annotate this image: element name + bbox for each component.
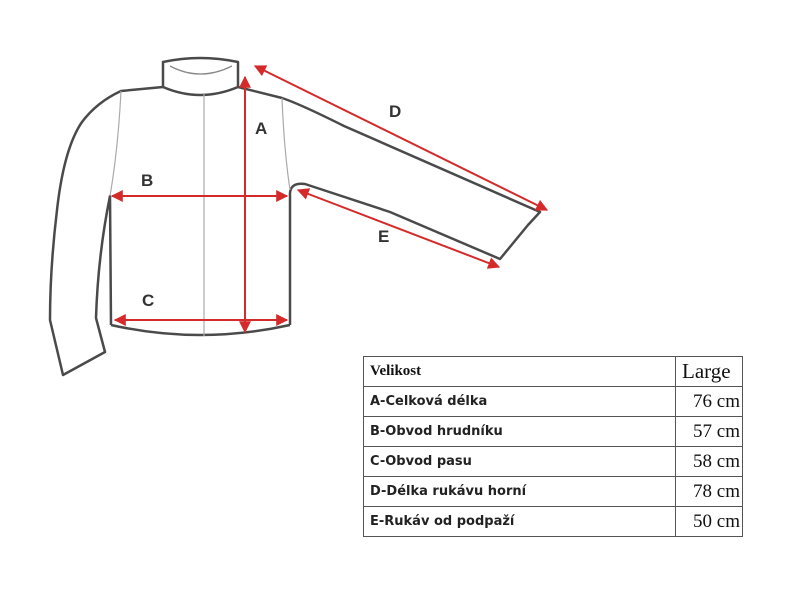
- collar-inner: [169, 65, 233, 75]
- row-value: 76 cm: [675, 386, 743, 417]
- row-label: C-Obvod pasu: [363, 446, 676, 477]
- label-b: B: [141, 171, 153, 190]
- label-c: C: [142, 291, 154, 310]
- left-armhole-seam: [109, 90, 122, 197]
- row-label: B-Obvod hrudníku: [363, 416, 676, 447]
- table-row: A-Celková délka 76 cm: [363, 386, 743, 417]
- label-d: D: [389, 102, 401, 121]
- row-value: 50 cm: [675, 506, 743, 537]
- table-row: C-Obvod pasu 58 cm: [363, 446, 743, 477]
- measure-e-line: [296, 188, 501, 269]
- measure-d-line: [253, 65, 549, 211]
- row-value: 78 cm: [675, 476, 743, 507]
- row-label: A-Celková délka: [363, 386, 676, 417]
- collar: [161, 56, 240, 97]
- jacket-outline: [48, 56, 542, 377]
- label-a: A: [255, 119, 267, 138]
- hem: [110, 323, 291, 337]
- header-label: Velikost: [363, 356, 676, 387]
- right-armhole-seam: [281, 97, 291, 191]
- table-header-row: Velikost Large: [363, 356, 743, 387]
- row-label: E-Rukáv od podpaží: [363, 506, 676, 537]
- row-value: 58 cm: [675, 446, 743, 477]
- row-value: 57 cm: [675, 416, 743, 447]
- table-row: D-Délka rukávu horní 78 cm: [363, 476, 743, 507]
- row-label: D-Délka rukávu horní: [363, 476, 676, 507]
- size-table: Velikost Large A-Celková délka 76 cm B-O…: [363, 356, 743, 537]
- table-row: B-Obvod hrudníku 57 cm: [363, 416, 743, 447]
- label-e: E: [378, 227, 389, 246]
- measurements: [110, 65, 549, 334]
- table-row: E-Rukáv od podpaží 50 cm: [363, 506, 743, 537]
- body-left-side: [48, 85, 164, 377]
- header-size: Large: [675, 356, 743, 387]
